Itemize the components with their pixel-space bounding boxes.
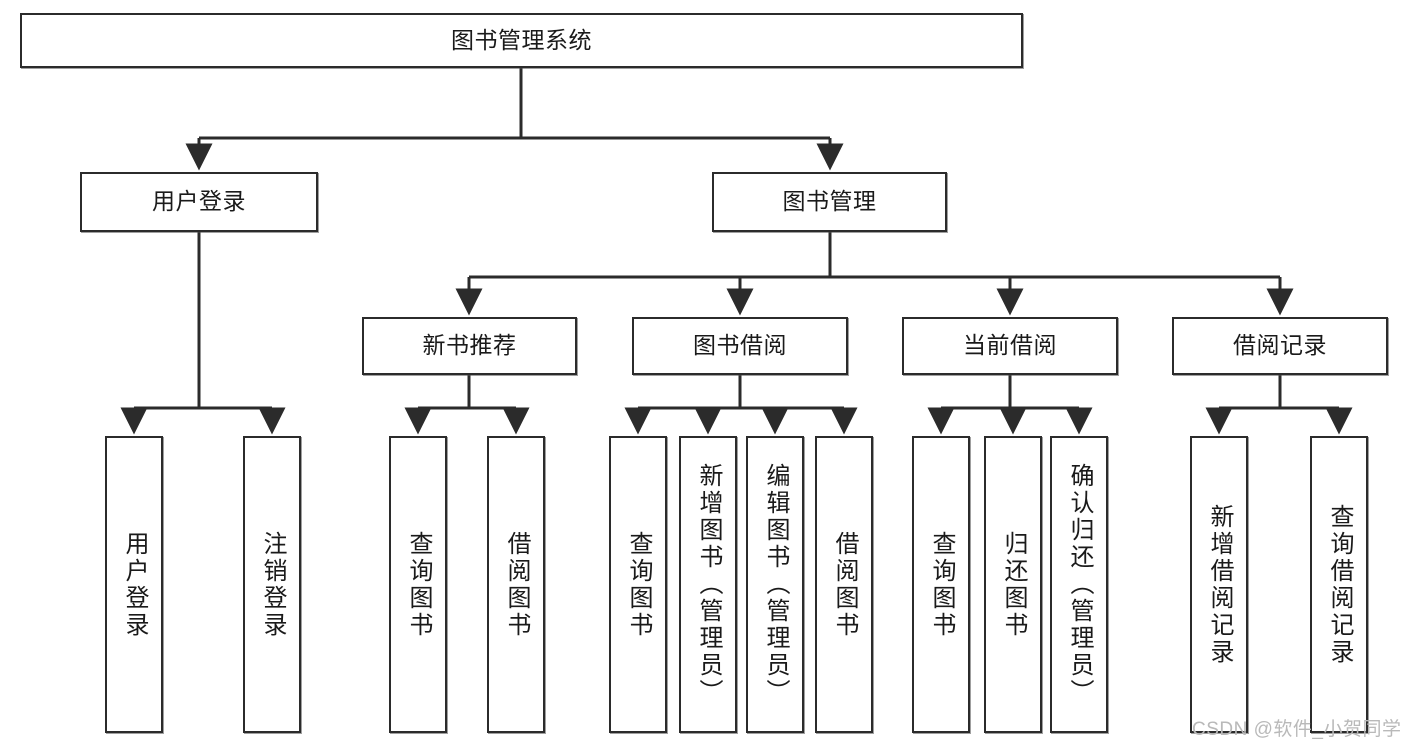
node-level3-0[interactable]: 新书推荐 [362, 317, 577, 375]
node-level3-2[interactable]: 当前借阅 [902, 317, 1118, 375]
node-level2-1[interactable]: 图书管理 [712, 172, 947, 232]
node-level4-9[interactable]: 归还图书 [984, 436, 1042, 733]
node-level4-10-label: 确认归还（管理员） [1066, 463, 1093, 706]
node-level4-12[interactable]: 查询借阅记录 [1310, 436, 1368, 733]
node-level4-7[interactable]: 借阅图书 [815, 436, 873, 733]
node-level4-12-label: 查询借阅记录 [1326, 503, 1353, 666]
node-level3-1-label: 图书借阅 [693, 332, 787, 359]
node-level4-11[interactable]: 新增借阅记录 [1190, 436, 1248, 733]
node-level4-0[interactable]: 用户登录 [105, 436, 163, 733]
node-root[interactable]: 图书管理系统 [20, 13, 1023, 68]
node-level4-3[interactable]: 借阅图书 [487, 436, 545, 733]
node-level4-2[interactable]: 查询图书 [389, 436, 447, 733]
node-level4-5-label: 新增图书（管理员） [695, 463, 722, 706]
node-level4-6[interactable]: 编辑图书（管理员） [746, 436, 804, 733]
node-level4-9-label: 归还图书 [1000, 530, 1027, 639]
node-level3-1[interactable]: 图书借阅 [632, 317, 848, 375]
node-level3-2-label: 当前借阅 [963, 332, 1057, 359]
node-level2-1-label: 图书管理 [782, 188, 877, 215]
node-level4-4[interactable]: 查询图书 [609, 436, 667, 733]
node-level4-3-label: 借阅图书 [503, 530, 530, 639]
csdn-watermark: CSDN @软件_小贺同学 [1192, 719, 1402, 740]
node-level2-0-label: 用户登录 [152, 188, 246, 215]
node-level4-1-label: 注销登录 [259, 530, 286, 639]
node-level4-7-label: 借阅图书 [831, 530, 858, 639]
node-level4-2-label: 查询图书 [405, 530, 432, 639]
node-level4-6-label: 编辑图书（管理员） [762, 463, 789, 706]
node-level2-0[interactable]: 用户登录 [80, 172, 318, 232]
node-level3-3-label: 借阅记录 [1233, 332, 1327, 359]
node-root-label: 图书管理系统 [451, 26, 592, 53]
node-level4-8-label: 查询图书 [928, 530, 955, 639]
node-level4-11-label: 新增借阅记录 [1206, 503, 1233, 666]
node-level4-10[interactable]: 确认归还（管理员） [1050, 436, 1108, 733]
node-level4-0-label: 用户登录 [121, 530, 148, 639]
node-level3-3[interactable]: 借阅记录 [1172, 317, 1388, 375]
node-level4-1[interactable]: 注销登录 [243, 436, 301, 733]
node-level4-5[interactable]: 新增图书（管理员） [679, 436, 737, 733]
node-level4-8[interactable]: 查询图书 [912, 436, 970, 733]
node-level4-4-label: 查询图书 [625, 530, 652, 639]
node-level3-0-label: 新书推荐 [422, 332, 517, 359]
